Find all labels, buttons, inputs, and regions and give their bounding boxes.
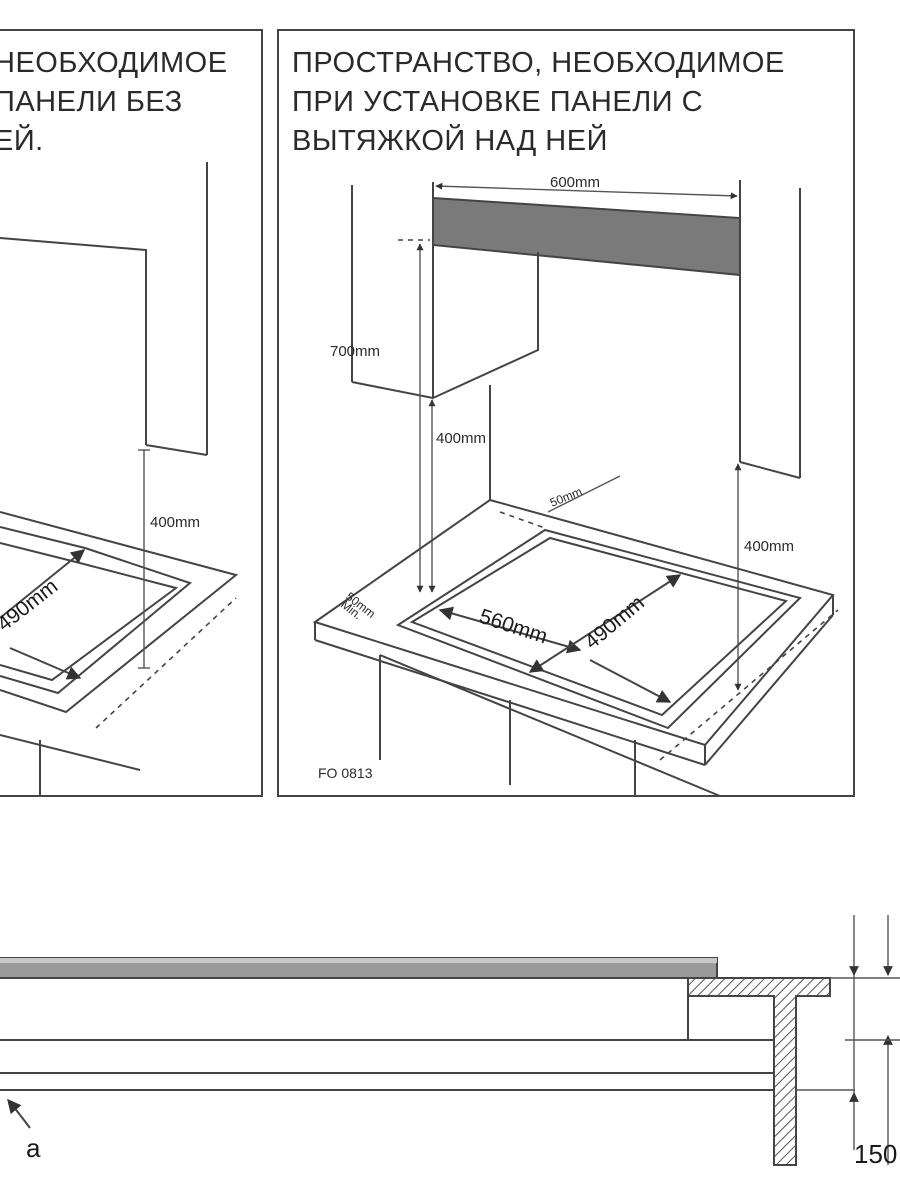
left-countertop	[0, 511, 239, 796]
right-title-line-2: ПРИ УСТАНОВКЕ ПАНЕЛИ С	[292, 86, 703, 118]
worktop-section	[687, 977, 900, 1166]
right-title-line-1: ПРОСТРАНСТВО, НЕОБХОДИМОЕ	[292, 47, 785, 79]
cutout-depth-label: 490mm	[580, 591, 648, 654]
right-panel: ПРОСТРАНСТВО, НЕОБХОДИМОЕ ПРИ УСТАНОВКЕ …	[277, 29, 855, 797]
left-height-label: 400mm	[150, 514, 200, 531]
left-title-line-2: ПАНЕЛИ БЕЗ	[0, 86, 183, 118]
section-dimensions	[845, 915, 900, 1165]
section-view: 150 a	[0, 915, 900, 1169]
left-cutout-arrows	[0, 549, 86, 680]
left-title-line-1: НЕОБХОДИМОЕ	[0, 47, 228, 79]
hood-clearance-dimension	[416, 243, 436, 593]
figure-code: FO 0813	[318, 765, 373, 781]
hood-width-label: 600mm	[550, 174, 600, 191]
left-height-dimension	[138, 449, 150, 669]
left-depth-label: 490mm	[0, 575, 62, 636]
right-panel-frame	[277, 29, 855, 797]
back-gap-dimension	[547, 475, 621, 513]
left-title-line-3: ЕЙ.	[0, 123, 44, 157]
right-cutout-arrows	[438, 574, 682, 703]
side-height-label: 400mm	[744, 538, 794, 555]
range-hood	[432, 180, 741, 400]
callout-a-label: a	[26, 1133, 41, 1163]
left-wall	[0, 162, 208, 456]
section-dim-label: 150	[854, 1139, 897, 1169]
hood-filter	[432, 196, 741, 277]
hood-height-label: 700mm	[330, 343, 380, 360]
left-panel: НЕОБХОДИМОЕ ПАНЕЛИ БЕЗ ЕЙ. 400mm	[0, 29, 263, 797]
hood-clearance-label: 400mm	[436, 430, 486, 447]
right-title-line-3: ВЫТЯЖКОЙ НАД НЕЙ	[292, 123, 608, 157]
right-countertop	[312, 498, 839, 797]
cutout-width-label: 560mm	[476, 605, 550, 649]
left-panel-frame	[0, 29, 263, 797]
hood-width-dimension	[435, 182, 738, 200]
callout-a-leader	[7, 1098, 31, 1129]
